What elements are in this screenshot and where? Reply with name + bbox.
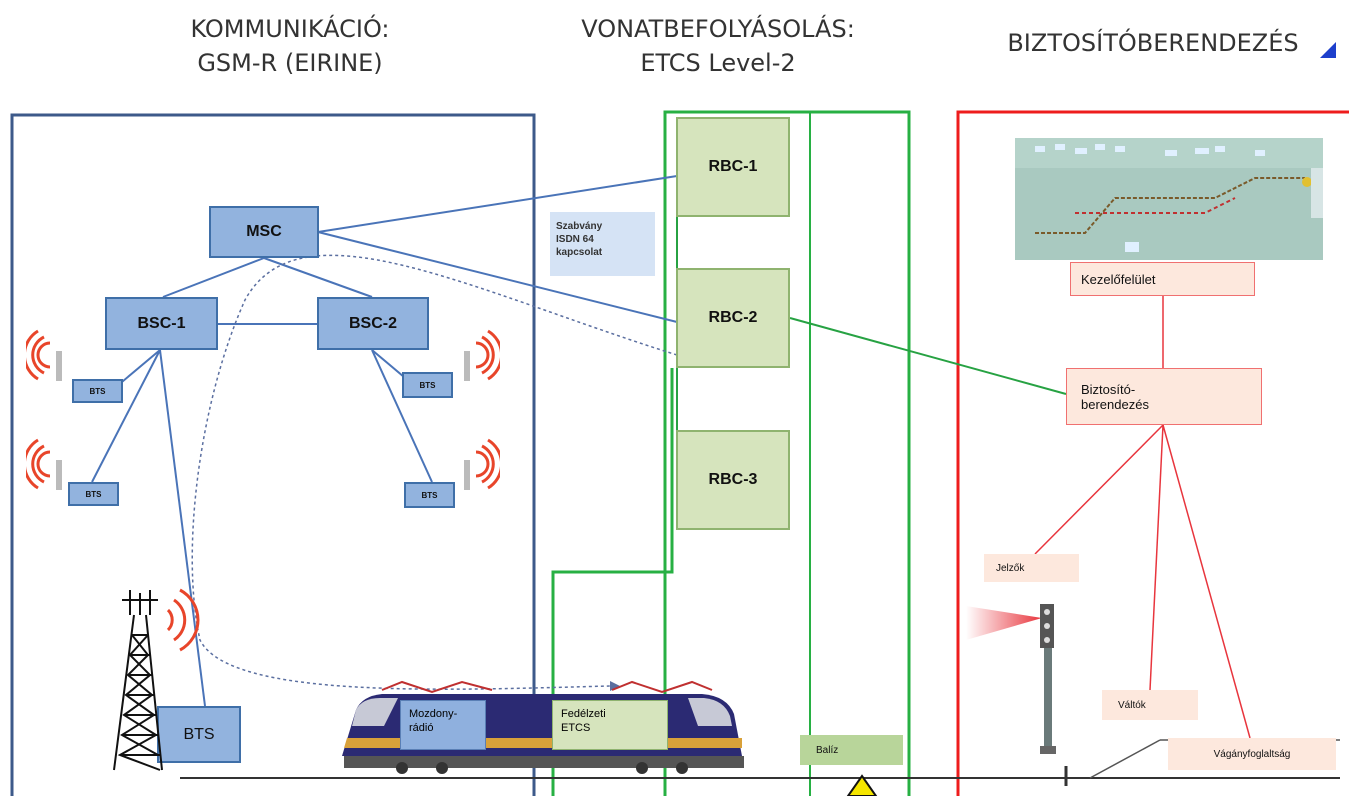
antenna-icon: [26, 329, 62, 381]
header-communication-line2: GSM-R (EIRINE): [197, 49, 383, 77]
msc-box: MSC: [209, 206, 319, 258]
header-train-control-line1: VONATBEFOLYÁSOLÁS:: [581, 15, 855, 43]
signals-label: Jelzők: [996, 562, 1025, 574]
etcs-frame-lower: [551, 368, 674, 796]
bts-box-3: BTS: [402, 372, 453, 398]
bsc1-label: BSC-1: [137, 314, 186, 332]
etcs-frame-upper: [663, 110, 911, 796]
rbc3-box: RBC-3: [676, 430, 790, 530]
header-interlocking-line1: BIZTOSÍTÓBERENDEZÉS: [1007, 29, 1299, 57]
interlocking-device-box: Biztosító- berendezés: [1066, 368, 1262, 425]
rbc1-box: RBC-1: [676, 117, 790, 217]
isdn-note-line1: Szabvány: [556, 221, 603, 232]
msc-label: MSC: [246, 223, 282, 240]
balise-warning-icon: [846, 774, 878, 796]
rbc2-label: RBC-2: [708, 309, 758, 326]
antenna-icon: [464, 438, 500, 490]
antenna-icon: [26, 438, 62, 490]
bts-box-1: BTS: [72, 379, 123, 403]
antenna-icon: [464, 329, 500, 381]
rbc1-label: RBC-1: [708, 158, 758, 175]
header-train-control: VONATBEFOLYÁSOLÁS: ETCS Level-2: [548, 12, 888, 80]
radio-data-path: [191, 254, 678, 690]
etcs-links: [676, 216, 1067, 430]
bts-large-box: BTS: [157, 706, 241, 763]
data-path-arrowhead: [610, 681, 620, 691]
interlocking-frame: [956, 110, 1349, 796]
radio-tower-icon: [113, 588, 200, 771]
locomotive-icon: [342, 680, 744, 774]
bsc2-label: BSC-2: [348, 314, 397, 332]
interlocking-device-line1: Biztosító-: [1081, 381, 1136, 397]
switches-box: Váltók: [1102, 690, 1198, 720]
cursor-arrow-icon: [1320, 42, 1336, 58]
kezelofelulet-box: Kezelőfelület: [1070, 262, 1255, 296]
onboard-etcs-box: Fedélzeti ETCS: [552, 700, 668, 750]
isdn-note-line2: ISDN 64: [556, 234, 594, 245]
signal-mast-icon: [966, 604, 1056, 754]
bts-label: BTS: [419, 380, 436, 390]
interlocking-links: [1034, 296, 1251, 739]
header-train-control-line2: ETCS Level-2: [640, 49, 796, 77]
rbc3-label: RBC-3: [708, 471, 758, 488]
bsc1-box: BSC-1: [105, 297, 218, 350]
gsm-links: [91, 175, 678, 707]
signals-box: Jelzők: [984, 554, 1079, 582]
interlocking-device-text: Biztosító- berendezés: [1081, 382, 1149, 412]
header-communication: KOMMUNIKÁCIÓ: GSM-R (EIRINE): [140, 12, 440, 80]
bts-label: BTS: [89, 386, 106, 396]
loco-radio-line2: rádió: [409, 722, 434, 734]
control-panel-image: [1015, 138, 1323, 260]
bts-label: BTS: [421, 490, 438, 500]
bts-large-label: BTS: [183, 725, 215, 743]
isdn-note-line3: kapcsolat: [556, 247, 603, 258]
bts-box-4: BTS: [404, 482, 455, 508]
isdn-note: Szabvány ISDN 64 kapcsolat: [550, 212, 655, 276]
balise-label: Balíz: [816, 744, 839, 756]
header-communication-line1: KOMMUNIKÁCIÓ:: [190, 15, 390, 43]
loco-radio-line1: Mozdony-: [409, 708, 458, 720]
bts-box-2: BTS: [68, 482, 119, 506]
kezelofelulet-label: Kezelőfelület: [1081, 271, 1156, 287]
bts-label: BTS: [85, 489, 102, 499]
bsc2-box: BSC-2: [317, 297, 429, 350]
onboard-etcs-line1: Fedélzeti: [561, 708, 606, 720]
track-occupancy-box: Vágányfoglaltság: [1168, 738, 1336, 770]
header-interlocking: BIZTOSÍTÓBERENDEZÉS: [978, 26, 1328, 60]
interlocking-device-line2: berendezés: [1081, 396, 1149, 412]
loco-radio-box: Mozdony- rádió: [400, 700, 486, 750]
switch-rail-a: [1089, 739, 1161, 779]
balise-box: Balíz: [800, 735, 903, 765]
onboard-etcs-line2: ETCS: [561, 722, 591, 734]
rbc2-box: RBC-2: [676, 268, 790, 368]
track-occupancy-label: Vágányfoglaltság: [1213, 748, 1291, 760]
gsm-frame: [10, 113, 536, 796]
switches-label: Váltók: [1118, 699, 1146, 711]
